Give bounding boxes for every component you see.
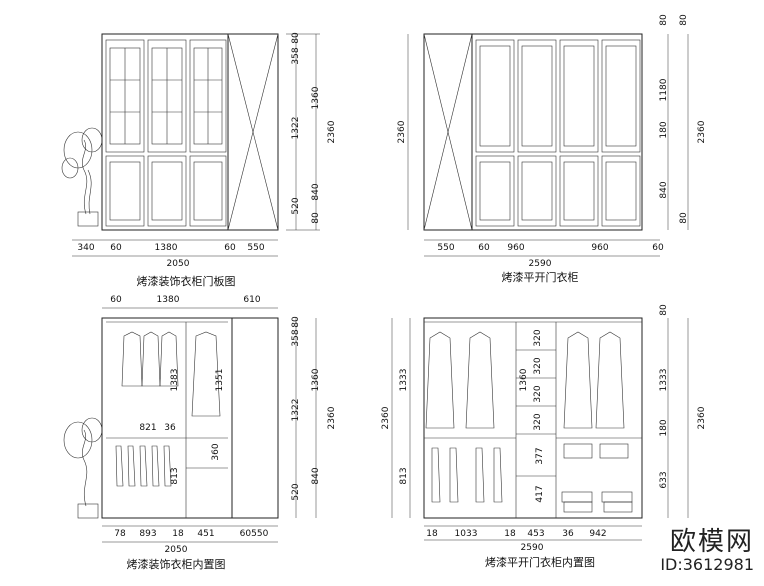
panel-4-flat-door-interior: 320 320 320 320 1360 377 417 2360 1333 8… (381, 304, 707, 569)
watermark: 欧模网 ID:3612981 (660, 528, 754, 574)
p4-in-320d: 320 (533, 413, 543, 430)
p3-in-813: 813 (170, 467, 180, 484)
p1-dim-total: 2050 (167, 259, 190, 269)
p1-dim-r-1360: 1360 (311, 86, 321, 109)
p3-title: 烤漆装饰衣柜内置图 (127, 557, 226, 571)
p4-dim-r-633: 633 (659, 471, 669, 488)
p4-in-320b: 320 (533, 357, 543, 374)
p4-title: 烤漆平开门衣柜内置图 (485, 555, 595, 569)
p4-dim-b-453: 453 (527, 529, 544, 539)
p2-dim-r-80: 80 (679, 14, 689, 26)
p1-dim-b-60: 60 (110, 243, 122, 253)
p2-dim-b-550: 550 (437, 243, 454, 253)
watermark-id: ID:3612981 (660, 555, 754, 574)
side-panel (231, 317, 279, 519)
p3-in-1383: 1383 (170, 369, 180, 392)
p3-dim-b-893: 893 (139, 529, 156, 539)
p4-dim-l-813: 813 (399, 467, 409, 484)
p3-dim-r-840: 840 (311, 467, 321, 484)
p1-dim-b-1380: 1380 (155, 243, 178, 253)
p3-dim-r-80: 80 (291, 316, 301, 328)
p3-dim-b-60550: 60550 (240, 529, 269, 539)
watermark-brand: 欧模网 (669, 527, 754, 557)
plant-decoration (61, 127, 103, 227)
p2-dim-b-60b: 60 (652, 243, 664, 253)
p4-dim-r-1333: 1333 (659, 369, 669, 392)
p3-in-360: 360 (211, 443, 221, 460)
p4-in-320a: 320 (533, 329, 543, 346)
p2-dim-b-60: 60 (478, 243, 490, 253)
p4-in-1360: 1360 (519, 368, 529, 391)
p3-in-1351: 1351 (215, 369, 225, 392)
p4-dim-b-36: 36 (562, 529, 574, 539)
p1-dim-r-1322: 1322 (291, 117, 301, 140)
cabinet-outline (471, 33, 643, 231)
p3-dim-t-1380: 1380 (157, 295, 180, 305)
p4-dim-total: 2590 (521, 543, 544, 553)
p4-in-417: 417 (535, 485, 545, 502)
p2-dim-r-80top: 80 (659, 14, 669, 26)
cabinet-outline (101, 317, 233, 519)
p2-dim-b-960b: 960 (591, 243, 608, 253)
p2-title: 烤漆平开门衣柜 (502, 270, 579, 284)
p3-dim-r-520: 520 (291, 483, 301, 500)
p3-dim-r-358: 358 (291, 329, 301, 346)
p4-dim-l-2360: 2360 (381, 406, 391, 429)
p4-dim-b-1033: 1033 (455, 529, 478, 539)
p3-dim-total: 2050 (165, 545, 188, 555)
p1-dim-r-80: 80 (291, 32, 301, 44)
p4-dim-b-942: 942 (589, 529, 606, 539)
cabinet-outline (101, 33, 229, 231)
plant-decoration (63, 417, 103, 519)
p1-dim-b-60b: 60 (224, 243, 236, 253)
p3-dim-r-2360: 2360 (327, 406, 337, 429)
p1-dim-r-80b: 80 (311, 212, 321, 224)
p3-dim-b-78: 78 (114, 529, 126, 539)
p4-dim-b-18: 18 (426, 529, 438, 539)
p1-dim-b-340: 340 (77, 243, 94, 253)
p3-dim-t-610: 610 (243, 295, 260, 305)
p4-dim-r-2360: 2360 (697, 406, 707, 429)
p2-dim-left: 2360 (397, 120, 407, 143)
panel-1-door-elevation: 80 358 1360 1322 2360 840 520 80 340 60 … (61, 32, 337, 288)
p2-dim-r-840: 840 (659, 181, 669, 198)
p4-dim-l-1333: 1333 (399, 369, 409, 392)
p2-dim-r-80b: 80 (679, 212, 689, 224)
p2-dim-b-960: 960 (507, 243, 524, 253)
p2-dim-total: 2590 (529, 259, 552, 269)
p3-dim-b-451: 451 (197, 529, 214, 539)
p3-in-821: 821 (139, 423, 156, 433)
cabinet-outline (423, 317, 643, 519)
panel-2-flat-door-elevation: 2360 80 80 1180 180 2360 840 80 550 60 9… (397, 14, 707, 284)
p2-dim-r-1180: 1180 (659, 78, 669, 101)
p1-dim-r-520: 520 (291, 197, 301, 214)
p4-dim-r-80: 80 (659, 304, 669, 316)
p4-in-377: 377 (535, 447, 545, 464)
p4-dim-r-180: 180 (659, 419, 669, 436)
p1-dim-r-2360: 2360 (327, 120, 337, 143)
p3-dim-t-60: 60 (110, 295, 122, 305)
p1-dim-r-840: 840 (311, 183, 321, 200)
p1-title: 烤漆装饰衣柜门板图 (137, 274, 236, 288)
p3-dim-r-1360: 1360 (311, 368, 321, 391)
p3-in-36: 36 (164, 423, 176, 433)
panel-3-door-interior: 60 1380 610 1383 1351 821 36 3 (63, 295, 337, 571)
p1-dim-r-358: 358 (291, 47, 301, 64)
p4-dim-b-18b: 18 (504, 529, 516, 539)
p4-in-320c: 320 (533, 385, 543, 402)
p1-dim-b-550: 550 (247, 243, 264, 253)
p2-dim-r-180: 180 (659, 121, 669, 138)
side-panel (227, 33, 279, 231)
p3-dim-r-1322: 1322 (291, 399, 301, 422)
p3-dim-b-18: 18 (172, 529, 184, 539)
p2-dim-r-2360: 2360 (697, 120, 707, 143)
